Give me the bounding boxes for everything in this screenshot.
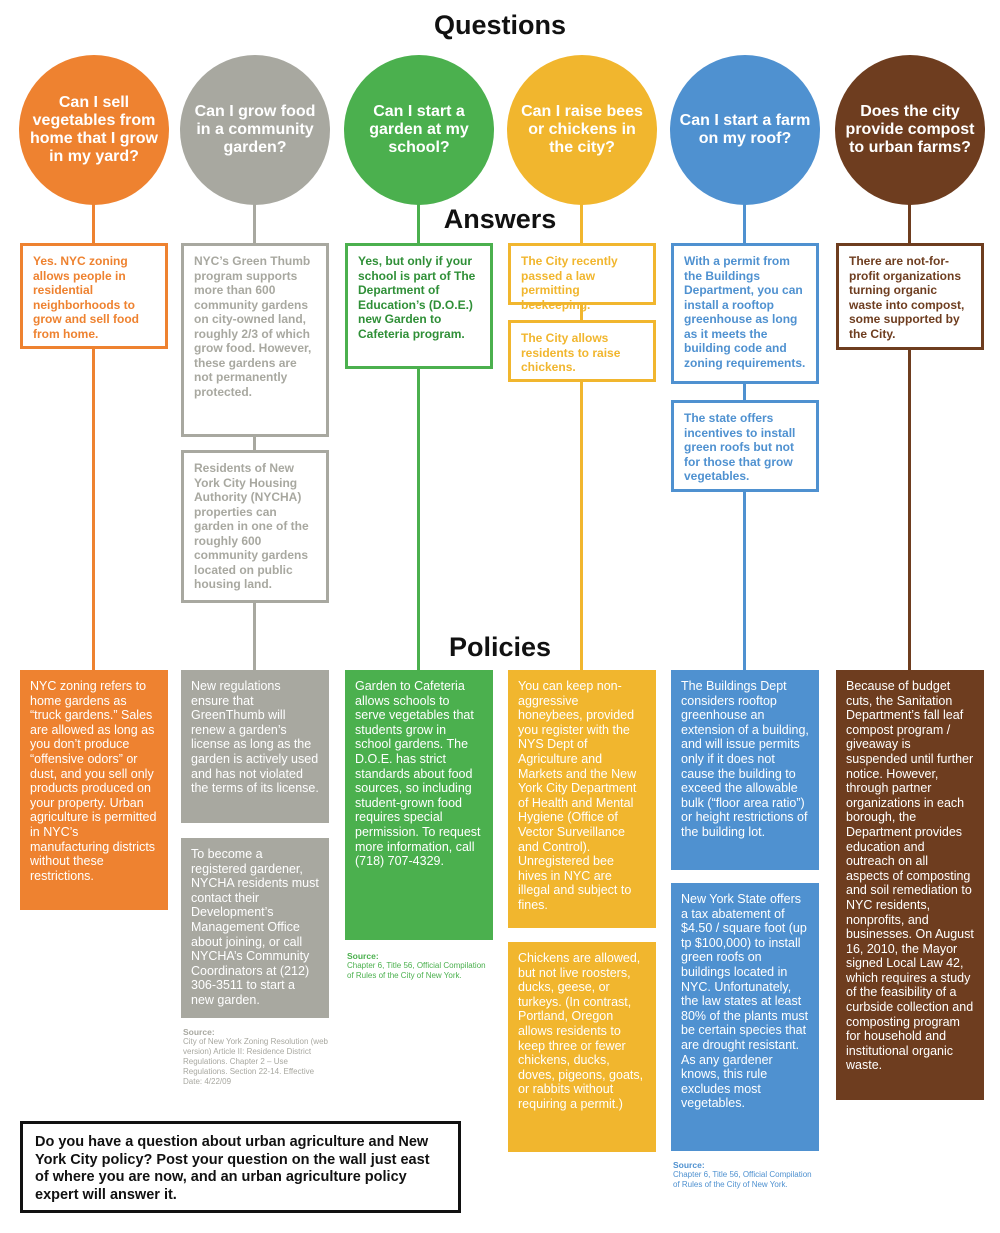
source-label: Source: bbox=[673, 1160, 705, 1170]
connector-line bbox=[417, 130, 420, 670]
question-circle: Can I sell vegetables from home that I g… bbox=[19, 55, 169, 205]
column-school-garden: Can I start a garden at my school? Yes, … bbox=[344, 0, 494, 1233]
column-compost: Does the city provide compost to urban f… bbox=[835, 0, 985, 1233]
answer-box: The state offers incentives to install g… bbox=[671, 400, 819, 492]
source-text: City of New York Zoning Resolution (web … bbox=[183, 1037, 328, 1086]
source-note: Source: Chapter 6, Title 56, Official Co… bbox=[347, 951, 493, 981]
source-text: Chapter 6, Title 56, Official Compilatio… bbox=[673, 1170, 812, 1189]
question-circle: Does the city provide compost to urban f… bbox=[835, 55, 985, 205]
connector-line bbox=[580, 130, 583, 670]
question-circle: Can I start a garden at my school? bbox=[344, 55, 494, 205]
policy-box: Because of budget cuts, the Sanitation D… bbox=[836, 670, 984, 1100]
answer-box: NYC’s Green Thumb program supports more … bbox=[181, 243, 329, 437]
policy-box: NYC zoning refers to home gardens as “tr… bbox=[20, 670, 168, 910]
answers-heading: Answers bbox=[443, 204, 557, 234]
column-community-garden: Can I grow food in a community garden? N… bbox=[180, 0, 330, 1233]
answer-box: There are not-for-profit organizations t… bbox=[836, 243, 984, 350]
column-sell-vegetables: Can I sell vegetables from home that I g… bbox=[19, 0, 169, 1233]
connector-line bbox=[92, 130, 95, 670]
questions-heading: Questions bbox=[433, 10, 567, 40]
policy-box: Chickens are allowed, but not live roost… bbox=[508, 942, 656, 1152]
policy-box: New regulations ensure that GreenThumb w… bbox=[181, 670, 329, 823]
callout-box: Do you have a question about urban agric… bbox=[20, 1121, 461, 1213]
policy-box: You can keep non-aggressive honeybees, p… bbox=[508, 670, 656, 928]
policy-box: New York State offers a tax abatement of… bbox=[671, 883, 819, 1151]
policies-heading: Policies bbox=[448, 632, 552, 662]
connector-line bbox=[908, 130, 911, 670]
source-note: Source: Chapter 6, Title 56, Official Co… bbox=[673, 1160, 819, 1190]
policy-box: The Buildings Dept considers rooftop gre… bbox=[671, 670, 819, 870]
question-circle: Can I start a farm on my roof? bbox=[670, 55, 820, 205]
question-circle: Can I raise bees or chickens in the city… bbox=[507, 55, 657, 205]
source-note: Source: City of New York Zoning Resoluti… bbox=[183, 1027, 329, 1087]
source-label: Source: bbox=[347, 951, 379, 961]
answer-box: The City recently passed a law permittin… bbox=[508, 243, 656, 312]
source-text: Chapter 6, Title 56, Official Compilatio… bbox=[347, 961, 486, 980]
policy-box: To become a registered gardener, NYCHA r… bbox=[181, 838, 329, 1018]
column-roof-farm: Can I start a farm on my roof? With a pe… bbox=[670, 0, 820, 1233]
question-circle: Can I grow food in a community garden? bbox=[180, 55, 330, 205]
answer-box: Yes. NYC zoning allows people in residen… bbox=[20, 243, 168, 349]
answer-box: With a permit from the Buildings Departm… bbox=[671, 243, 819, 384]
answer-box: Yes, but only if your school is part of … bbox=[345, 243, 493, 369]
column-bees-chickens: Can I raise bees or chickens in the city… bbox=[507, 0, 657, 1233]
policy-box: Garden to Cafeteria allows schools to se… bbox=[345, 670, 493, 940]
answer-box: Residents of New York City Housing Autho… bbox=[181, 450, 329, 603]
answer-box: The City allows residents to raise chick… bbox=[508, 320, 656, 382]
source-label: Source: bbox=[183, 1027, 215, 1037]
